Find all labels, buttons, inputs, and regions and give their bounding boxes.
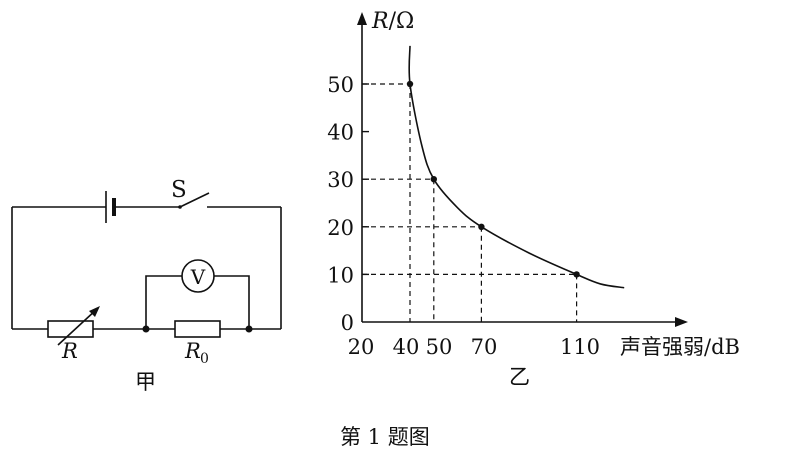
- y-tick-label: 20: [327, 216, 354, 240]
- fixed-resistor-label: R: [184, 339, 201, 363]
- switch-label: S: [171, 177, 187, 203]
- x-tick-label: 70: [471, 335, 498, 359]
- figure-caption: 第 1 题图: [340, 425, 430, 449]
- voltmeter-label: V: [190, 265, 206, 289]
- circuit-caption: 甲: [135, 370, 156, 394]
- circuit-diagram: S R R 0 V 甲: [11, 177, 282, 394]
- data-point: [430, 176, 437, 183]
- fixed-resistor-body: [174, 320, 221, 338]
- data-point: [478, 223, 485, 230]
- resistance-curve: [408, 45, 625, 289]
- y-tick-label: 10: [327, 263, 354, 287]
- y-tick-label: 0: [341, 311, 354, 335]
- x-tick-label: 20: [348, 335, 375, 359]
- y-tick-label: 30: [327, 168, 354, 192]
- y-axis-unit: /Ω: [389, 9, 415, 34]
- rheostat-arrow-shaft: [57, 308, 98, 346]
- y-tick-label: 50: [327, 73, 354, 97]
- x-tick-label: 50: [426, 335, 453, 359]
- voltmeter-circle: [181, 259, 215, 293]
- rheostat-arrow-head: [89, 306, 100, 317]
- x-axis-arrow: [675, 317, 688, 327]
- guide-line-group: [362, 83, 578, 322]
- rheostat-body: [47, 320, 94, 338]
- voltmeter-wire-right: [214, 275, 250, 329]
- x-tick-label: 110: [560, 335, 600, 359]
- graph-caption: 乙: [509, 365, 530, 389]
- x-tick-label: 40: [393, 335, 420, 359]
- marked-point-group: [406, 80, 580, 278]
- y-axis-variable: R: [371, 9, 389, 34]
- voltmeter-wire-left: [145, 275, 182, 329]
- x-axis-title: 声音强弱/dB: [620, 335, 740, 359]
- y-axis-arrow: [357, 12, 367, 25]
- y-tick-group: 0 10 20 30 40 50: [327, 73, 369, 335]
- y-tick-label: 40: [327, 121, 354, 145]
- fixed-resistor-subscript: 0: [200, 351, 209, 367]
- data-point: [406, 80, 414, 88]
- rheostat-label: R: [61, 339, 78, 363]
- data-point: [573, 271, 580, 278]
- y-axis-title: R/Ω: [371, 9, 414, 34]
- switch-blade: [179, 192, 210, 208]
